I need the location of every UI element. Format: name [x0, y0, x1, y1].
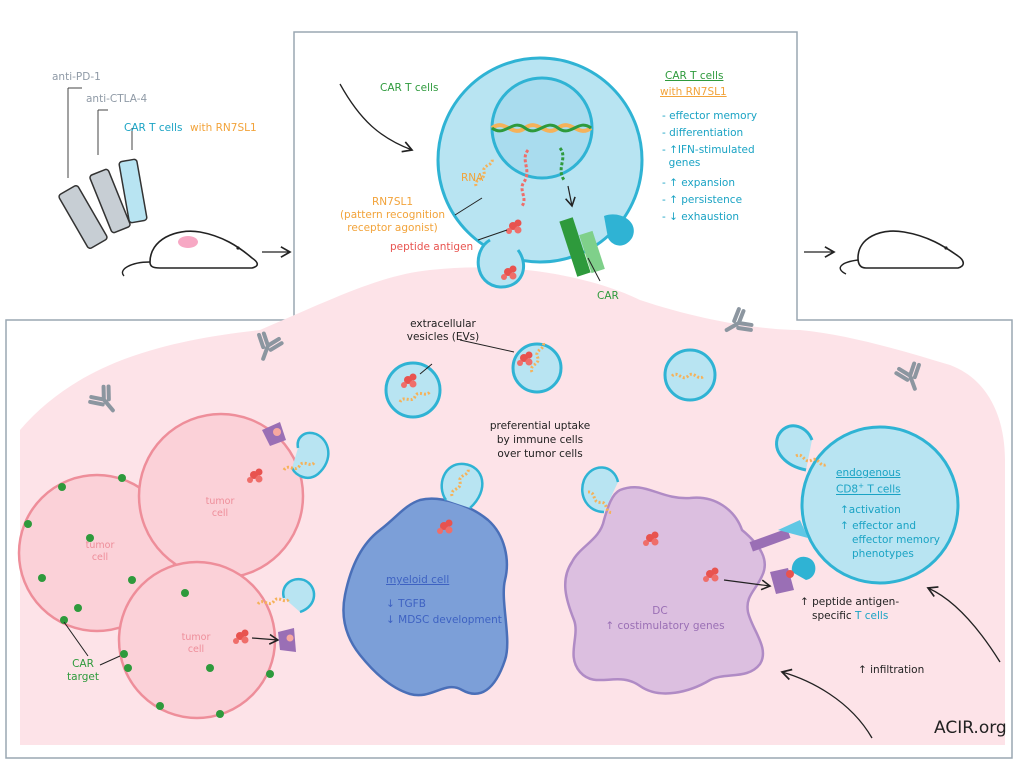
mouse-treated — [121, 230, 259, 277]
effect-item: - ↑ persistence — [662, 193, 743, 206]
uptake-label-3: over tumor cells — [497, 448, 583, 460]
cd8-title-2: CD8+ T cells — [836, 482, 901, 496]
rn7sl1-desc-1: (pattern recognition — [339, 209, 446, 221]
rn7sl1-name: RN7SL1 — [371, 196, 414, 208]
ev-label-2: vesicles (EVs) — [406, 331, 480, 343]
peptide-specific-label-2: specific T cells — [812, 610, 889, 622]
dendritic-cell — [564, 466, 794, 695]
myeloid-cell-title: myeloid cell — [386, 574, 450, 586]
car-label: CAR — [597, 290, 619, 302]
extracellular-vesicle — [663, 348, 717, 402]
cd8-effect: ↑ effector and — [840, 520, 917, 532]
cd8-effect: phenotypes — [852, 548, 914, 560]
effects-title-2: with RN7SL1 — [660, 86, 727, 98]
mouse-outcome — [839, 230, 965, 275]
credit-label: ACIR.org — [934, 718, 1007, 738]
effect-item: - ↑ expansion — [662, 176, 735, 189]
car-t-cells-label: CAR T cells — [380, 82, 439, 94]
cd8-t-cell — [775, 424, 960, 585]
syringe-anti-ctla4 — [89, 109, 131, 234]
rn7sl1-desc-2: receptor agonist) — [347, 222, 438, 234]
peptide-specific-label-1: ↑ peptide antigen- — [800, 596, 900, 608]
dc-title: DC — [652, 605, 668, 617]
with-rn7sl1-label: with RN7SL1 — [190, 122, 257, 134]
effect-item: - effector memory — [662, 110, 758, 122]
peptide-antigen-label: peptide antigen — [390, 241, 474, 253]
myeloid-cell — [342, 462, 509, 697]
syringe-anti-pd1 — [58, 87, 108, 249]
effects-title-1: CAR T cells — [665, 70, 724, 82]
extracellular-vesicle — [384, 361, 442, 419]
car-t-label: CAR T cells — [124, 122, 183, 134]
effect-item: - differentiation — [662, 127, 744, 140]
dc-effect: ↑ costimulatory genes — [605, 620, 725, 632]
infiltration-label: ↑ infiltration — [858, 664, 925, 676]
effect-item: genes — [662, 157, 701, 170]
ev-label-1: extracellular — [410, 318, 476, 330]
tumor-cell — [137, 412, 330, 580]
tumor-cell — [117, 560, 316, 720]
rna-label: RNA — [461, 172, 484, 184]
myeloid-effect: ↓ TGFB — [386, 598, 426, 610]
cd8-title-1: endogenous — [836, 467, 901, 479]
uptake-label-2: by immune cells — [496, 434, 584, 446]
myeloid-effect: ↓ MDSC development — [386, 614, 502, 626]
effect-item: - ↑IFN-stimulated — [662, 144, 755, 157]
effect-item: - ↓ exhaustion — [662, 210, 740, 223]
car-t-cell — [436, 56, 644, 289]
cd8-effect: effector memory — [852, 534, 940, 546]
syringe-car-t — [118, 128, 148, 224]
car-t-effects-list: - effector memory - differentiation - ↑I… — [662, 110, 757, 228]
car-target-label-1: CAR — [72, 658, 94, 670]
car-target-label-2: target — [67, 671, 99, 683]
extracellular-vesicle — [511, 339, 563, 394]
car-target-dots — [24, 474, 274, 718]
anti-pd1-label: anti-PD-1 — [52, 71, 101, 83]
uptake-label-1: preferential uptake — [489, 420, 591, 432]
anti-ctla4-label: anti-CTLA-4 — [86, 93, 148, 105]
cd8-effect: ↑activation — [840, 504, 901, 516]
